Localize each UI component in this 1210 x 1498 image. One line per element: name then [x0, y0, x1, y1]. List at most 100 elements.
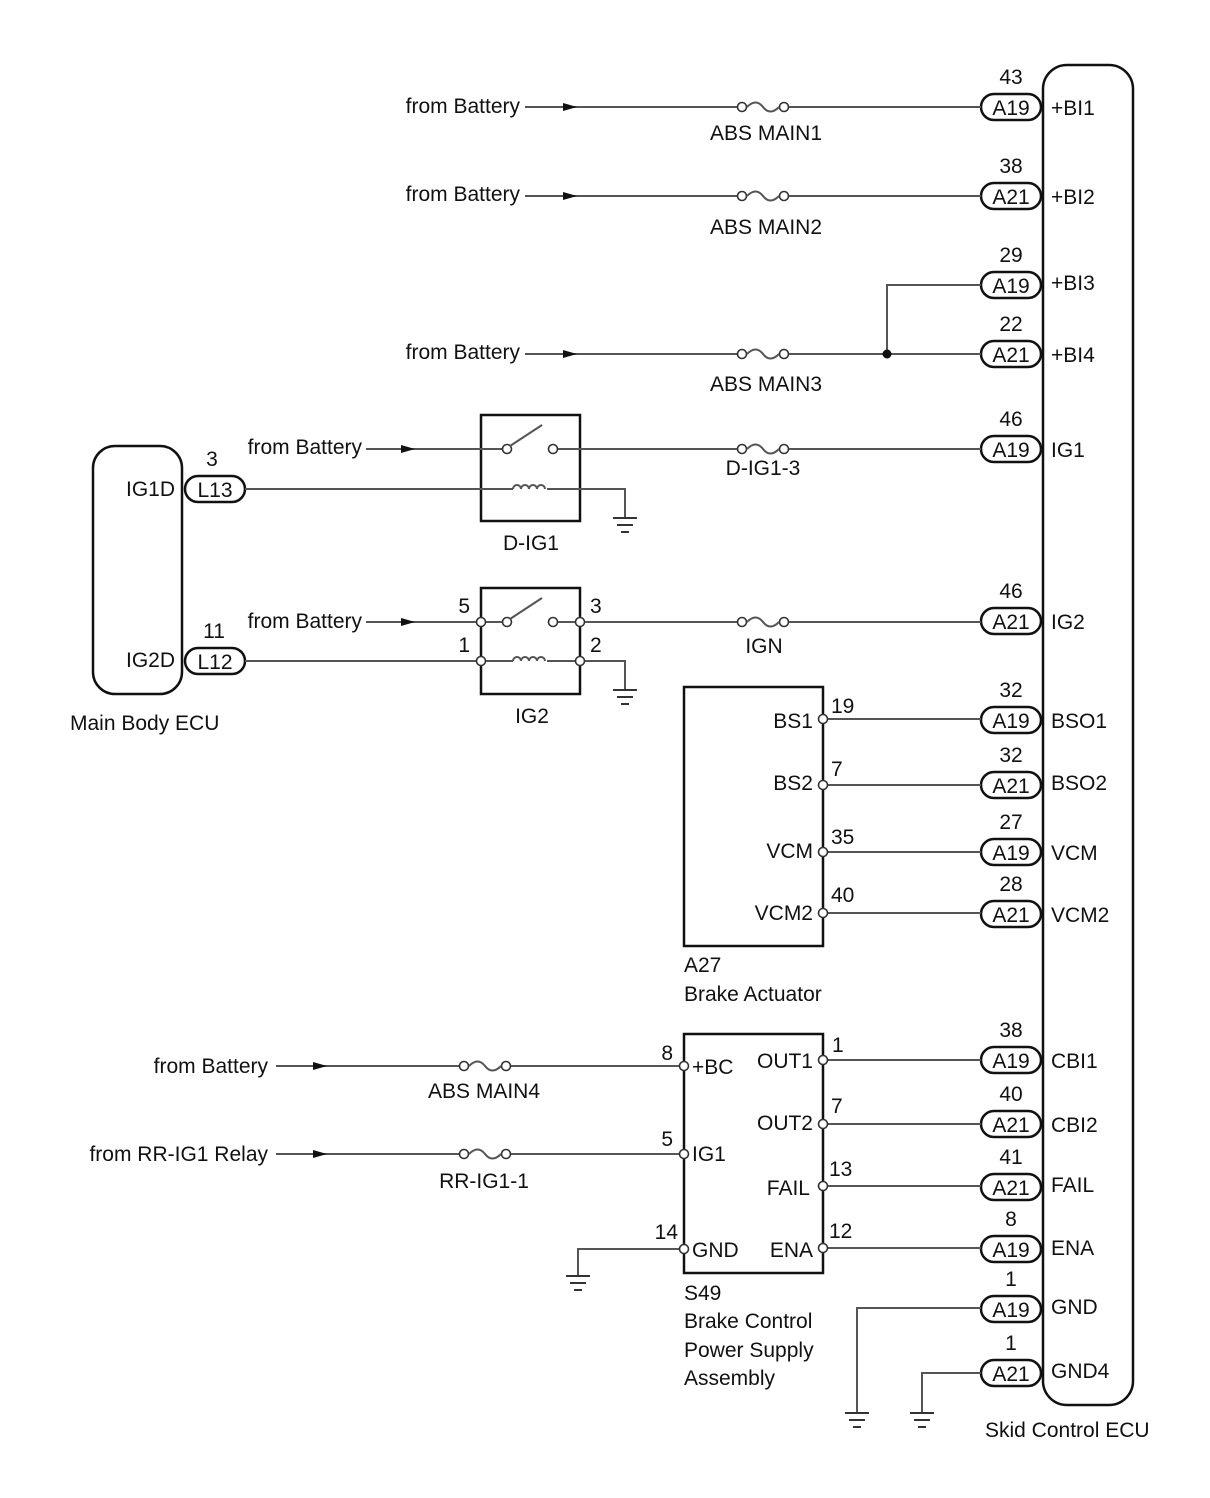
ground-icon: [613, 689, 637, 705]
fuse-icon: [736, 101, 790, 113]
junction-dot: [882, 349, 892, 359]
main-body-ecu-pin-label: IG1D: [126, 478, 175, 501]
arrow-icon: [313, 1062, 327, 1070]
supply-pin-label: ENA: [770, 1239, 813, 1262]
ground-icon: [613, 517, 637, 533]
connector-code: A21: [992, 1114, 1029, 1137]
connector-code: A21: [992, 1363, 1029, 1386]
supply-left-pin: 5 IG1: [661, 1128, 726, 1166]
ecu-pin-row: 38 A21 +BI2: [979, 155, 1095, 211]
supply-pin-number: 14: [655, 1221, 679, 1244]
actuator-pin-label: BS2: [773, 772, 813, 795]
connector-code: A19: [992, 275, 1029, 298]
ecu-pin-number: 38: [999, 1019, 1022, 1042]
actuator-pin: BS1 19: [773, 695, 981, 733]
ecu-pin-name: BSO2: [1051, 772, 1107, 795]
power-supply-code: S49: [684, 1282, 721, 1305]
ecu-pin-row: 28 A21 VCM2: [979, 873, 1109, 929]
actuator-pin: VCM 35: [766, 826, 981, 863]
supply-pin-label: +BC: [692, 1056, 733, 1079]
connector-code: A19: [992, 1299, 1029, 1322]
ecu-pin-number: 38: [999, 155, 1022, 178]
ecu-pin-row: 46 A21 IG2: [979, 580, 1085, 636]
connector-code: A19: [992, 1050, 1029, 1073]
power-supply-title-line: Brake Control: [684, 1310, 812, 1333]
source-label: from Battery: [248, 436, 363, 459]
supply-pin-number: 12: [829, 1220, 852, 1243]
actuator-pin-number: 35: [831, 826, 854, 849]
arrow-icon: [401, 618, 415, 626]
connector-code: A21: [992, 1177, 1029, 1200]
skid-control-ecu-box: [1041, 63, 1135, 1407]
main-body-ecu-box: [91, 444, 184, 696]
source-label: from Battery: [406, 183, 521, 206]
source-label: from Battery: [406, 95, 521, 118]
brake-actuator-title: Brake Actuator: [684, 983, 822, 1006]
actuator-pin-label: BS1: [773, 710, 813, 733]
ecu-pin-name: +BI2: [1051, 186, 1095, 209]
ecu-pin-row: 41 A21 FAIL: [979, 1146, 1094, 1202]
ecu-pin-number: 41: [999, 1146, 1022, 1169]
ecu-pin-name: FAIL: [1051, 1174, 1094, 1197]
fuse-icon: [458, 1148, 512, 1160]
connector-code: A21: [992, 775, 1029, 798]
supply-pin-number: 1: [832, 1034, 844, 1057]
relay-coil-icon: [245, 655, 626, 690]
actuator-pin-number: 40: [831, 884, 854, 907]
wire: [921, 1372, 981, 1413]
supply-pin-label: IG1: [692, 1143, 726, 1166]
source-label: from Battery: [406, 341, 521, 364]
connector-code: A21: [992, 344, 1029, 367]
fuse-label: RR-IG1-1: [439, 1170, 529, 1193]
ecu-pin-name: VCM: [1051, 842, 1098, 865]
supply-right-pin: OUT1 1: [757, 1034, 981, 1073]
fuse-icon: [736, 443, 790, 455]
ecu-pin-row: 46 A19 IG1: [979, 408, 1085, 464]
ecu-pin-number: 32: [999, 744, 1022, 767]
fuse-icon: [736, 616, 790, 628]
ecu-pin-row: 27 A19 VCM: [979, 811, 1098, 867]
relay-box: [479, 586, 582, 696]
ecu-pin-row: 29 A19 +BI3: [979, 244, 1095, 300]
ecu-pin-name: +BI1: [1051, 97, 1095, 120]
power-supply-title-line: Power Supply: [684, 1339, 814, 1362]
source-label: from RR-IG1 Relay: [89, 1143, 268, 1166]
fuse-label: ABS MAIN1: [710, 122, 822, 145]
supply-pin-label: OUT2: [757, 1112, 813, 1135]
wire: [856, 1307, 981, 1413]
arrow-icon: [563, 192, 577, 200]
relay-label: D-IG1: [503, 532, 559, 555]
ecu-pin-row: 40 A21 CBI2: [979, 1083, 1098, 1139]
ecu-pin-row: 43 A19 +BI1: [979, 66, 1095, 122]
actuator-pin-label: VCM: [766, 840, 813, 863]
fuse-label: ABS MAIN2: [710, 216, 822, 239]
ecu-pin-number: 1: [1005, 1268, 1017, 1291]
fuse-label: IGN: [745, 635, 782, 658]
arrow-icon: [563, 350, 577, 358]
relay-switch-icon: [501, 424, 559, 455]
pin-number: 3: [206, 448, 218, 471]
main-body-ecu-pin-label: IG2D: [126, 649, 175, 672]
ecu-pin-number: 43: [999, 66, 1022, 89]
connector-code: A19: [992, 1239, 1029, 1262]
ecu-pin-number: 1: [1005, 1332, 1017, 1355]
ecu-pin-number: 46: [999, 408, 1022, 431]
connector-code: A21: [992, 904, 1029, 927]
ecu-pin-name: IG1: [1051, 439, 1085, 462]
ecu-pin-name: IG2: [1051, 611, 1085, 634]
ecu-pin-number: 8: [1005, 1208, 1017, 1231]
supply-left-pin: 14 GND: [655, 1221, 739, 1262]
relay-switch-icon: [475, 597, 586, 628]
fuse-label: D-IG1-3: [726, 457, 801, 480]
supply-pin-label: OUT1: [757, 1050, 813, 1073]
ecu-pin-number: 40: [999, 1083, 1022, 1106]
relay-pin-number: 5: [458, 595, 470, 618]
actuator-pin: VCM2 40: [755, 884, 981, 925]
supply-pin-label: FAIL: [767, 1177, 810, 1200]
supply-pin-label: GND: [692, 1239, 739, 1262]
relay-pin-number: 2: [590, 634, 602, 657]
ecu-pin-name: ENA: [1051, 1237, 1094, 1260]
ecu-pin-number: 46: [999, 580, 1022, 603]
ecu-pin-name: CBI1: [1051, 1050, 1098, 1073]
ecu-pin-number: 32: [999, 679, 1022, 702]
